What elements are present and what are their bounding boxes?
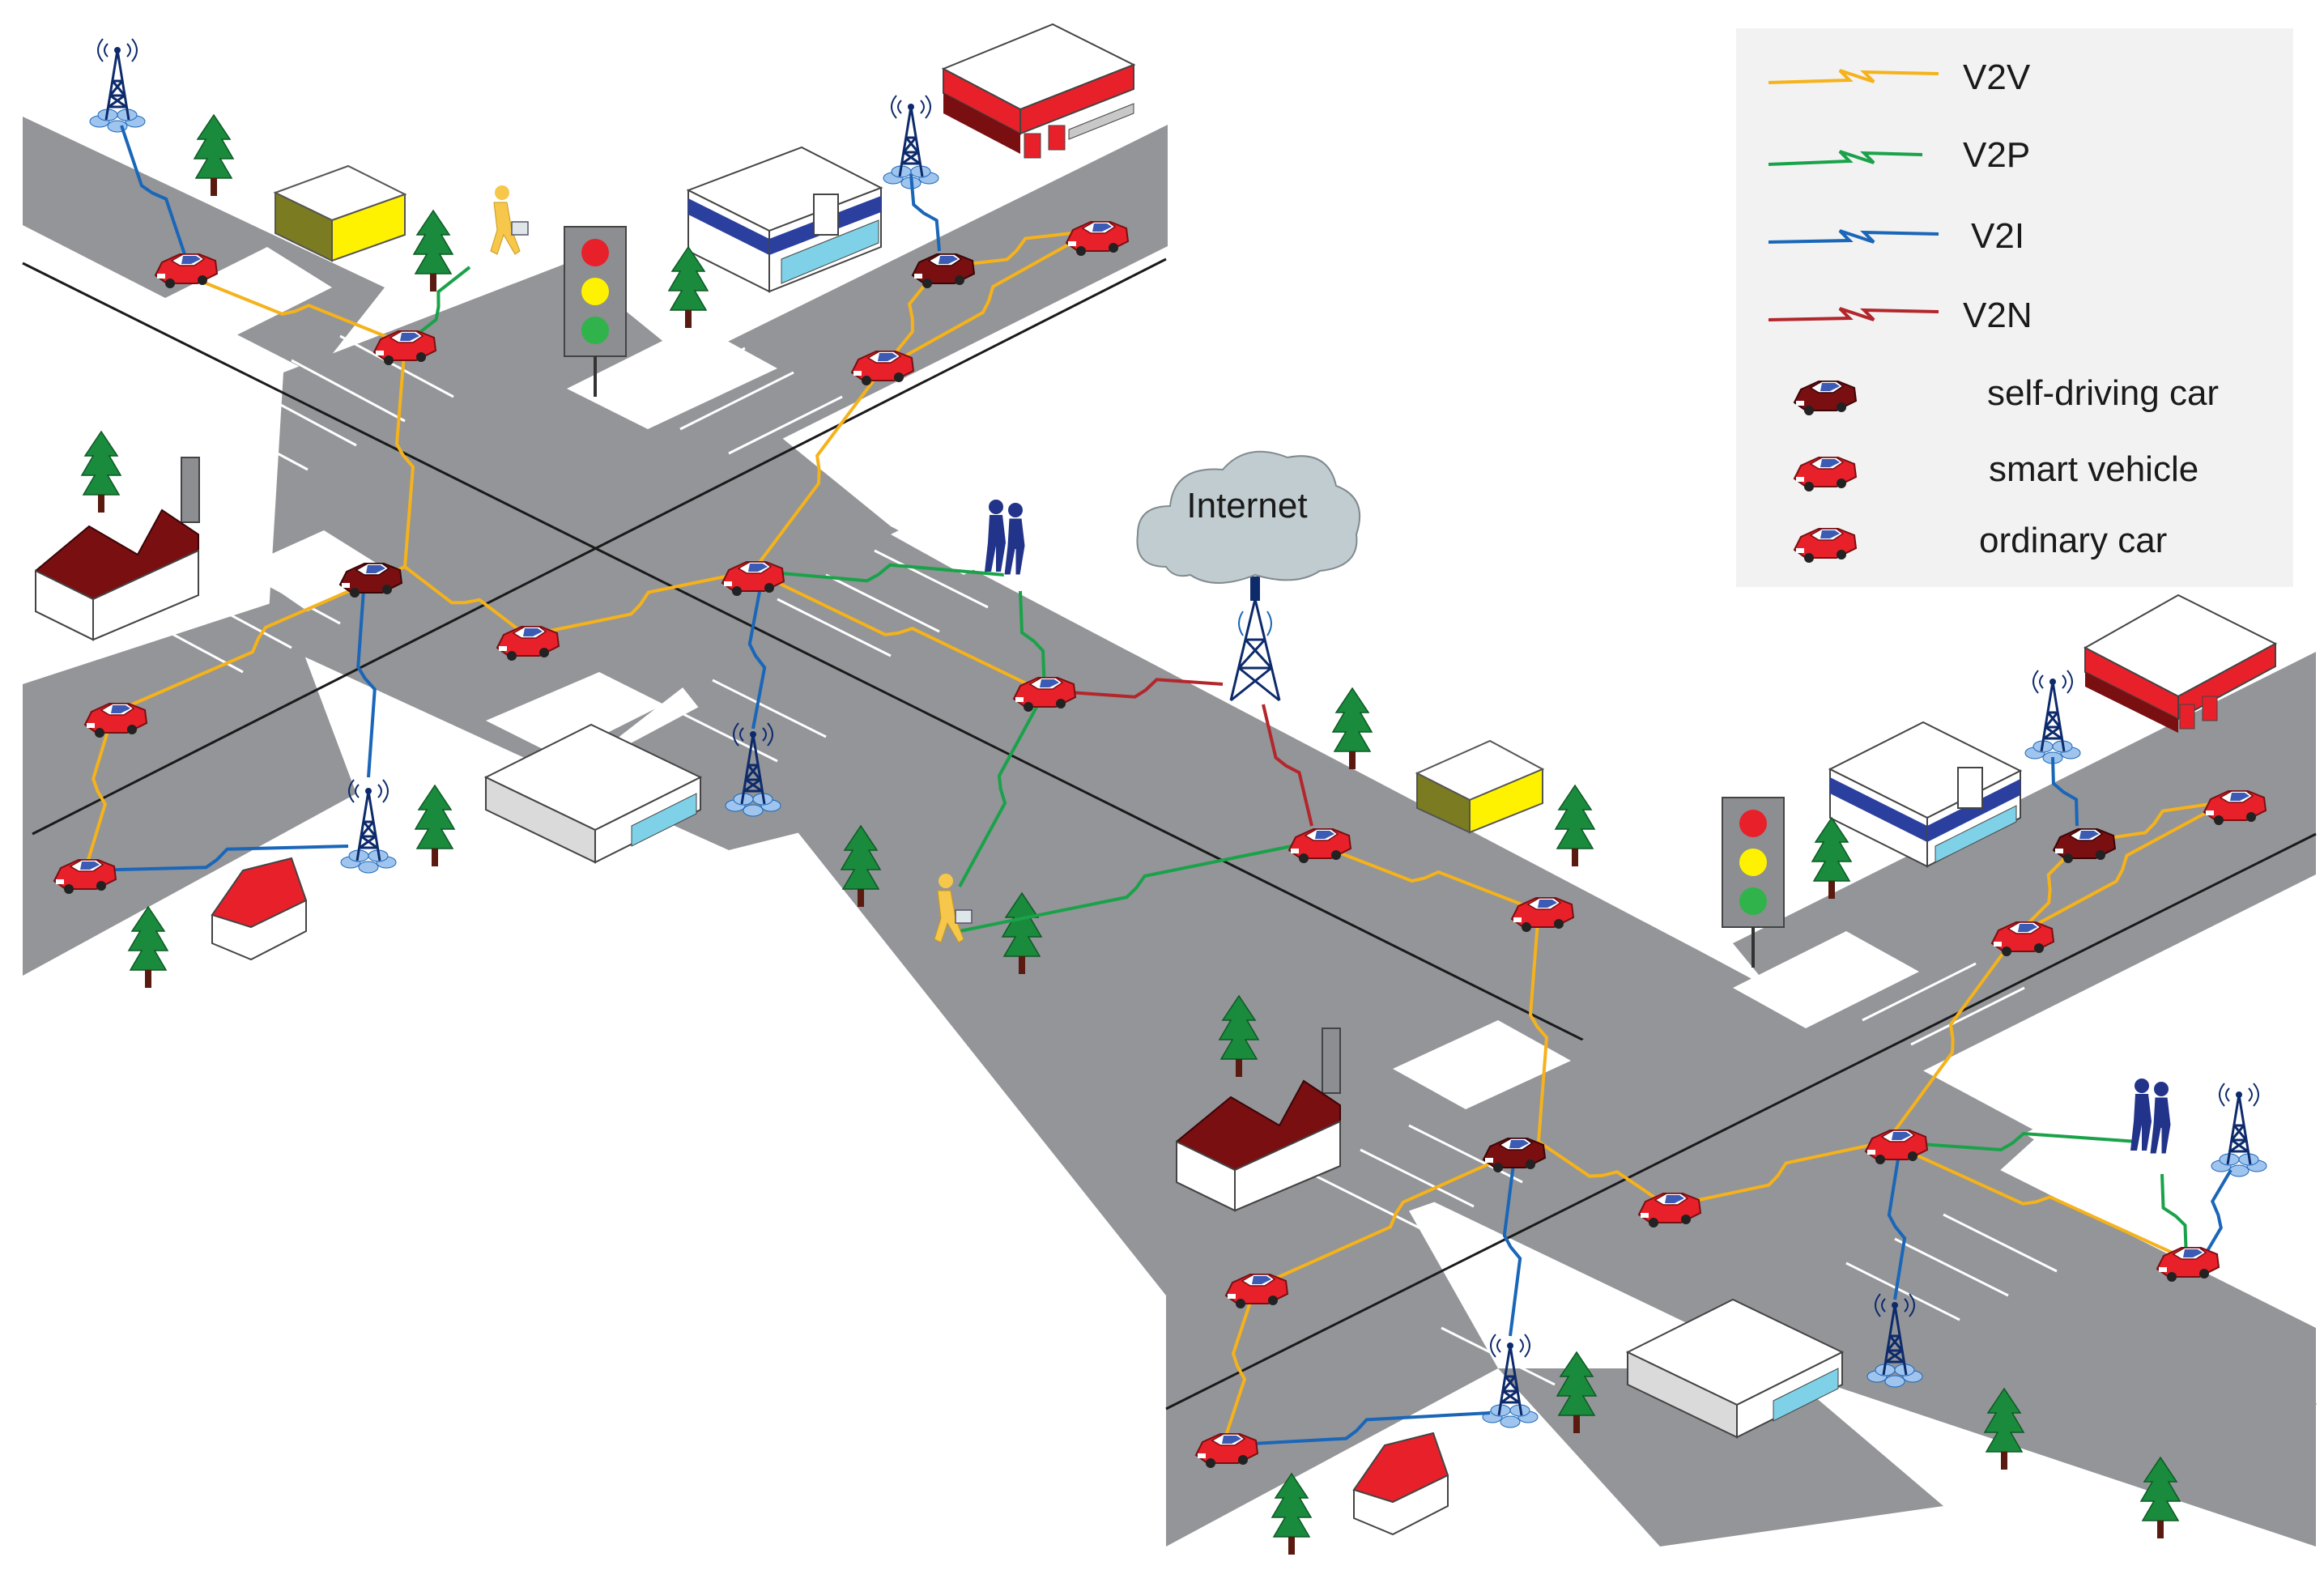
v2v-link [881, 266, 941, 370]
v2i-link [120, 125, 188, 260]
tree [81, 431, 121, 513]
base-station-tower-icon [339, 778, 398, 874]
factory-west [35, 457, 200, 641]
tree [1332, 687, 1373, 770]
v2p-link [403, 266, 471, 346]
smart-vehicle-icon [1794, 457, 1857, 492]
internet-cloud-icon [1136, 450, 1361, 584]
v2p-link [959, 840, 1313, 933]
legend-label: V2I [1971, 216, 2025, 256]
v2v-link [752, 569, 1045, 694]
internet-gateway-tower-icon [1229, 577, 1281, 702]
legend-label: V2P [1963, 135, 2031, 175]
v2v-link [2015, 800, 2228, 937]
v2p-link [752, 563, 1005, 583]
warehouse-west [483, 723, 703, 864]
legend-item-self-driving-car: self-driving car [1736, 362, 2293, 427]
v2v-link [1528, 910, 1549, 1142]
v2n-link [1068, 678, 1224, 699]
buildings [35, 23, 2278, 1536]
warehouse-east [1625, 1298, 1845, 1439]
legend-label: ordinary car [1979, 521, 2168, 560]
self-driving-car-icon [1794, 381, 1857, 416]
v2v-link [2015, 840, 2083, 937]
house-west [211, 857, 308, 961]
legend-label: V2V [1963, 57, 2031, 97]
v2i-link [1222, 1411, 1491, 1447]
legend-label: smart vehicle [1989, 449, 2199, 489]
legend-item-ordinary-car: ordinary car [1736, 509, 2293, 574]
v2v-link [394, 343, 415, 568]
factory-east [1176, 1028, 1341, 1212]
v2v-link [1886, 1140, 2187, 1261]
legend-item-v2i: V2I [1736, 205, 2293, 270]
v2i-link [1887, 1153, 1907, 1300]
store-building-west [686, 146, 883, 293]
ordinary-car-icon [1794, 528, 1857, 564]
tree [415, 785, 455, 867]
legend-item-v2v: V2V [1736, 46, 2293, 111]
v2p-link [958, 691, 1046, 887]
legend-item-v2n: V2N [1736, 284, 2293, 349]
tree [1555, 785, 1595, 867]
tree [668, 246, 709, 329]
legend-item-smart-vehicle: smart vehicle [1736, 438, 2293, 503]
base-station-tower-icon [88, 37, 147, 134]
gas-station-east [2083, 594, 2278, 733]
v2i-link [909, 173, 941, 252]
gas-station-west [941, 23, 1136, 159]
v2i-link [2201, 1168, 2232, 1261]
v2p-link-icon [1769, 150, 1923, 166]
internet-label: Internet [1186, 486, 1308, 525]
v2i-link-icon [1769, 229, 1939, 244]
base-station-tower-icon [2210, 1082, 2268, 1178]
yellow-building-east [1415, 739, 1545, 834]
legend-item-v2p: V2P [1736, 124, 2293, 189]
v2i-link [84, 845, 349, 872]
v2v-link [1221, 1287, 1257, 1446]
v2v-link-icon [1769, 69, 1939, 84]
base-station-tower-icon [2024, 669, 2082, 765]
v2i-link [2051, 756, 2079, 827]
v2n-link [1262, 704, 1313, 827]
v2v-link [939, 229, 1094, 269]
yellow-building-west [273, 164, 407, 262]
road-network-east [1165, 652, 2317, 1547]
tree [194, 114, 234, 197]
v2p-link [1019, 590, 1046, 693]
legend-label: self-driving car [1987, 373, 2220, 413]
v2v-link [1885, 934, 2018, 1143]
legend: V2V V2P V2I V2N self-driving car smart v… [1736, 28, 2293, 587]
v2v-link [1667, 1140, 1888, 1208]
v2i-link [747, 582, 767, 730]
communication-links [83, 125, 2232, 1447]
v2i-link [1502, 1157, 1522, 1337]
house-east [1352, 1432, 1449, 1536]
tree [413, 210, 453, 292]
v2v-link [1254, 1140, 1539, 1289]
v2p-link [2160, 1173, 2188, 1260]
v2v-link [882, 229, 1094, 370]
tree [128, 906, 168, 989]
pedestrian-walker-icon [490, 185, 529, 255]
v2v-link [2080, 800, 2228, 844]
road-network-west [22, 117, 2317, 1406]
v2v-link [403, 565, 528, 637]
v2v-link [83, 712, 115, 871]
v2v-link [751, 367, 884, 572]
v2v-link [1537, 1140, 1670, 1208]
v2n-link-icon [1769, 307, 1939, 321]
v2v-link [113, 565, 406, 714]
v2v-link [526, 569, 754, 637]
legend-label: V2N [1963, 296, 2032, 335]
v2p-link [1886, 1131, 2139, 1152]
tree [1811, 817, 1852, 900]
v2i-link [356, 578, 377, 778]
v2v-link [185, 274, 406, 346]
store-building-east [1828, 721, 2023, 868]
v2v-link [1311, 840, 1539, 913]
